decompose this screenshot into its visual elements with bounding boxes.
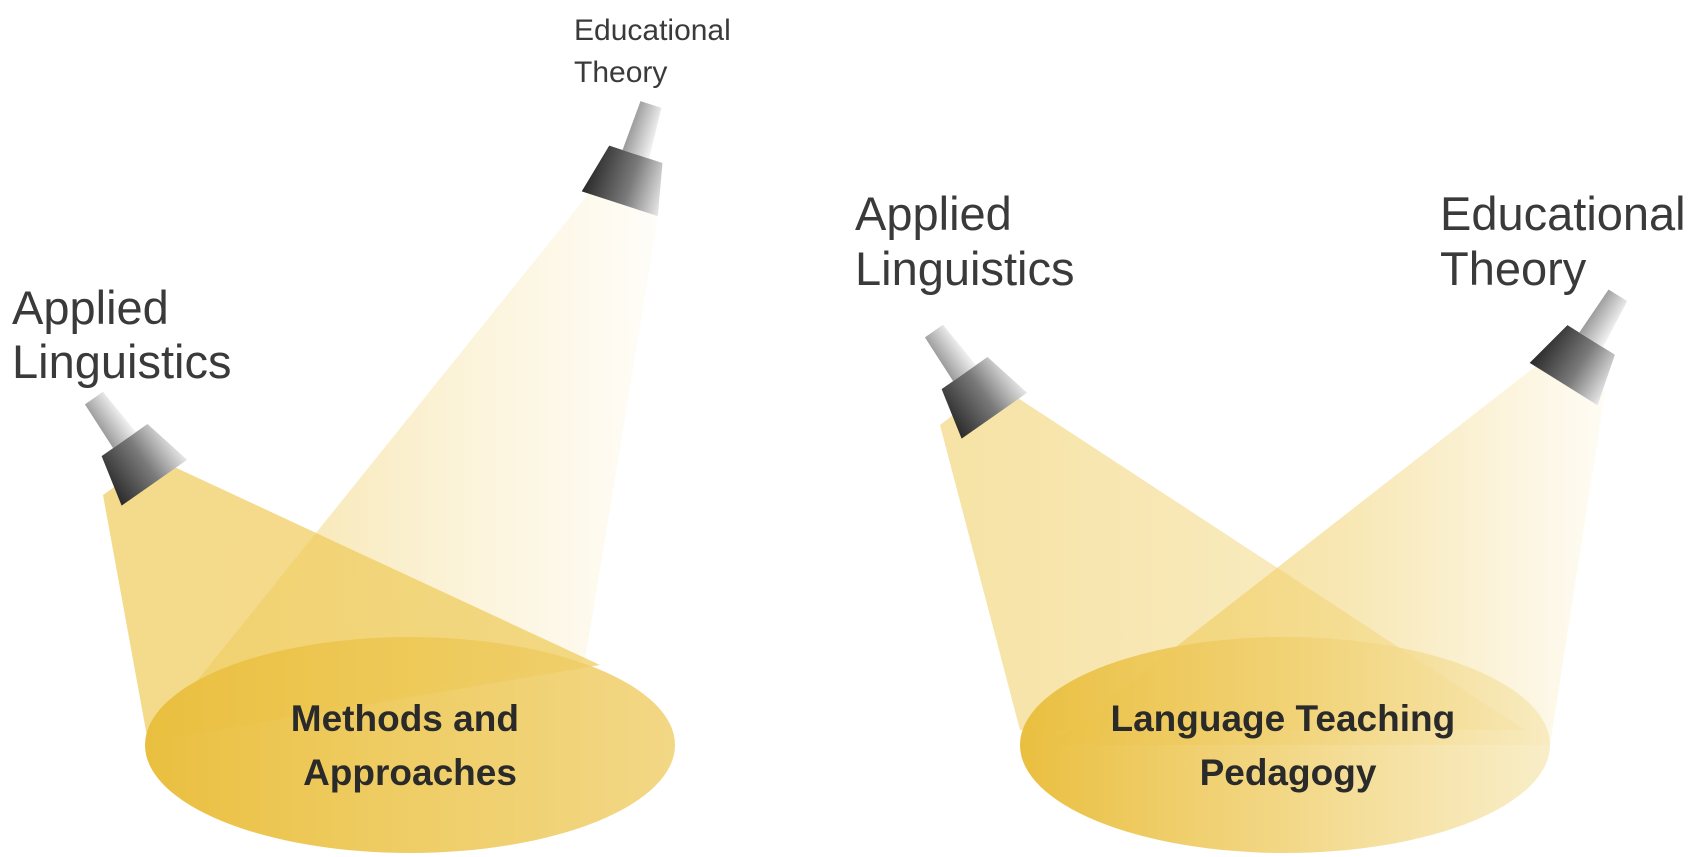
label-applied-linguistics: Applied Linguistics <box>12 281 231 388</box>
focus-line: Methods and <box>291 698 519 739</box>
focus-ellipse <box>1020 637 1550 853</box>
left-diagram: Applied Linguistics Educational Theory M… <box>12 14 739 853</box>
label-line: Applied <box>855 187 1012 240</box>
label-line: Linguistics <box>855 242 1074 295</box>
focus-ellipse <box>145 637 675 853</box>
label-line: Theory <box>1440 242 1587 295</box>
focus-label: Methods and Approaches <box>291 698 529 793</box>
focus-line: Pedagogy <box>1200 752 1377 793</box>
label-applied-linguistics: Applied Linguistics <box>855 187 1074 295</box>
spotlight-icon <box>1529 289 1628 406</box>
label-line: Applied <box>12 281 169 334</box>
label-line: Theory <box>574 56 667 89</box>
label-line: Linguistics <box>12 335 231 388</box>
spotlight-icon <box>581 101 663 217</box>
focus-label: Language Teaching Pedagogy <box>1111 698 1466 793</box>
spotlight-icon <box>84 391 188 506</box>
focus-line: Language Teaching <box>1111 698 1456 739</box>
label-educational-theory: Educational Theory <box>1440 187 1692 295</box>
right-diagram: Applied Linguistics Educational Theory L… <box>855 187 1692 853</box>
label-educational-theory: Educational Theory <box>574 14 739 89</box>
label-line: Educational <box>574 14 731 47</box>
focus-line: Approaches <box>303 752 517 793</box>
spotlight-icon <box>924 324 1028 439</box>
label-line: Educational <box>1440 187 1686 240</box>
